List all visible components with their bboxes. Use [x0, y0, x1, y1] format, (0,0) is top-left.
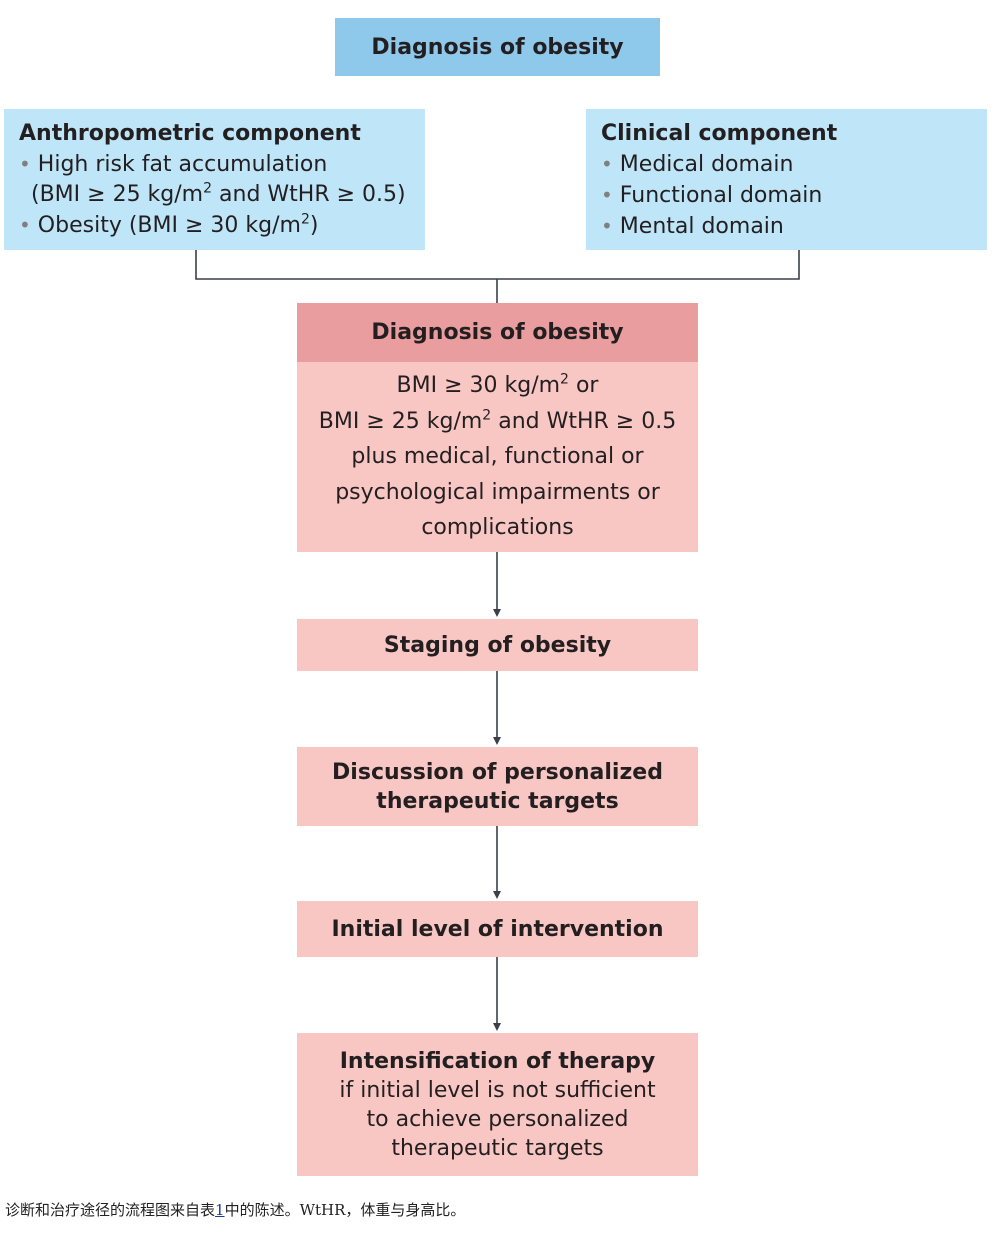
table-reference-link[interactable]: 1: [215, 1201, 225, 1219]
superscript: 2: [482, 407, 492, 424]
top-title: Diagnosis of obesity: [371, 34, 624, 60]
bullet-icon: •: [601, 183, 613, 207]
bullet-icon: •: [19, 152, 31, 176]
diagnosis-line-3: plus medical, functional or: [351, 444, 644, 469]
anthropometric-item-fat: • High risk fat accumulation: [19, 149, 425, 180]
intensification-line-3: therapeutic targets: [391, 1135, 604, 1161]
criteria-text: (BMI ≥ 25 kg/m: [31, 182, 204, 207]
clinical-item-label: Mental domain: [619, 214, 784, 239]
arrowhead: [493, 737, 501, 745]
discussion-box: Discussion of personalized therapeutic t…: [297, 747, 698, 826]
figure-caption: 诊断和治疗途径的流程图来自表1中的陈述。WtHR，体重与身高比。: [5, 1199, 465, 1220]
criteria-text: and WtHR ≥ 0.5: [491, 408, 677, 434]
clinical-item-mental: • Mental domain: [601, 211, 987, 242]
clinical-item-functional: • Functional domain: [601, 180, 987, 211]
anthropometric-item-fat-text: High risk fat accumulation: [37, 152, 328, 177]
caption-text: 中的陈述。WtHR，体重与身高比。: [224, 1201, 466, 1219]
caption-text: 诊断和治疗途径的流程图来自表: [5, 1201, 216, 1219]
diagnosis-criteria-box: BMI ≥ 30 kg/m2 or BMI ≥ 25 kg/m2 and WtH…: [297, 362, 698, 552]
criteria-text: BMI ≥ 25 kg/m: [318, 408, 483, 434]
diagnosis-line-2: BMI ≥ 25 kg/m2 and WtHR ≥ 0.5: [297, 404, 698, 440]
initial-intervention-label: Initial level of intervention: [331, 916, 664, 942]
diagnosis-header-box: Diagnosis of obesity: [297, 303, 698, 362]
intensification-title: Intensification of therapy: [339, 1048, 656, 1074]
arrowhead: [493, 891, 501, 899]
discussion-line-1: Discussion of personalized: [332, 759, 663, 785]
clinical-component-box: Clinical component • Medical domain • Fu…: [586, 109, 987, 250]
anthropometric-item-fat-criteria: (BMI ≥ 25 kg/m2 and WtHR ≥ 0.5): [19, 180, 425, 210]
diagnosis-line-5: complications: [421, 515, 574, 540]
superscript: 2: [560, 371, 569, 388]
initial-intervention-box: Initial level of intervention: [297, 901, 698, 957]
arrowhead: [493, 1023, 501, 1031]
staging-box: Staging of obesity: [297, 619, 698, 671]
diagnosis-line-1: BMI ≥ 30 kg/m2 or: [297, 368, 698, 404]
arrowhead: [493, 609, 501, 617]
staging-label: Staging of obesity: [383, 632, 612, 658]
obesity-text: Obesity (BMI ≥ 30 kg/m: [37, 213, 301, 238]
clinical-item-label: Medical domain: [619, 152, 794, 177]
discussion-line-2: therapeutic targets: [376, 788, 619, 814]
superscript: 2: [203, 180, 213, 197]
bullet-icon: •: [19, 213, 31, 237]
superscript: 2: [300, 211, 310, 228]
intensification-line-2: to achieve personalized: [366, 1106, 629, 1132]
criteria-text: BMI ≥ 30 kg/m: [396, 373, 561, 398]
clinical-item-label: Functional domain: [619, 183, 823, 208]
anthropometric-title: Anthropometric component: [19, 121, 361, 146]
anthropometric-item-obesity: • Obesity (BMI ≥ 30 kg/m2): [19, 210, 425, 241]
diagnosis-line-4: psychological impairments or: [335, 479, 660, 505]
intensification-box: Intensification of therapy if initial le…: [297, 1033, 698, 1176]
anthropometric-component-box: Anthropometric component • High risk fat…: [4, 109, 425, 250]
bullet-icon: •: [601, 152, 613, 176]
clinical-title: Clinical component: [601, 121, 838, 146]
clinical-item-medical: • Medical domain: [601, 149, 987, 180]
obesity-text: ): [309, 213, 319, 238]
merge-bracket: [195, 250, 800, 280]
bullet-icon: •: [601, 214, 613, 238]
intensification-line-1: if initial level is not sufficient: [339, 1077, 656, 1103]
top-title-box: Diagnosis of obesity: [335, 18, 660, 76]
criteria-text: and WtHR ≥ 0.5): [212, 182, 406, 207]
criteria-text: or: [568, 373, 599, 398]
diagnosis-header: Diagnosis of obesity: [371, 320, 624, 345]
